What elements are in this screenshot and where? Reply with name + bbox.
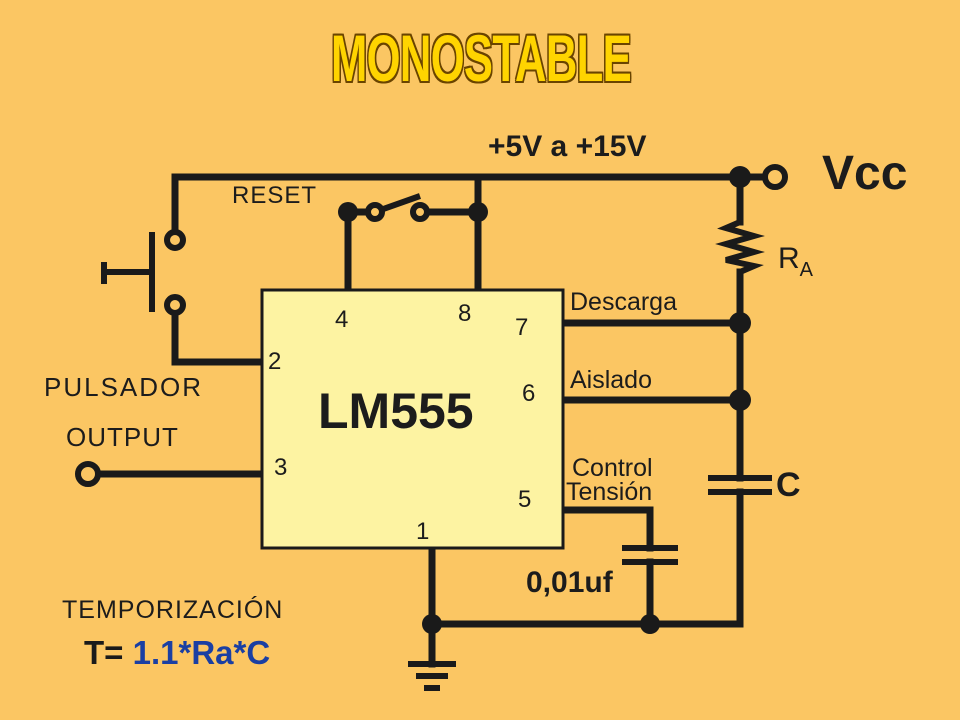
pushbutton-actuator [101, 232, 155, 312]
pin4-junction-dot [338, 202, 358, 222]
pushbutton-top-contact [164, 229, 186, 251]
tension-label: Tensión [566, 478, 653, 506]
pin8-junction-dot [468, 202, 488, 222]
pin-number-1: 1 [416, 518, 430, 545]
lm555-chip-body [260, 288, 565, 550]
pin-number-3: 3 [274, 454, 288, 481]
ground-junction-dot [422, 614, 442, 634]
capacitor-c-label: C [776, 466, 801, 504]
formula-lhs: T= [84, 634, 124, 671]
descarga-label: Descarga [570, 288, 677, 316]
output-terminal [75, 461, 101, 487]
reset-switch-left-contact [365, 202, 385, 222]
resistor-ra-subscript: A [799, 259, 814, 281]
control-cap-value-label: 0,01uf [526, 566, 613, 599]
resistor-ra [715, 219, 765, 275]
c-bottom-lead [646, 488, 744, 628]
pin-number-2: 2 [268, 348, 282, 375]
pin-number-7: 7 [515, 314, 529, 341]
pin-number-4: 4 [335, 306, 349, 333]
formula-rhs: 1.1*Ra*C [132, 634, 271, 671]
chip-name: LM555 [318, 383, 474, 439]
pushbutton-bottom-contact [164, 294, 186, 316]
pin5-wire [559, 506, 654, 552]
pushbutton-to-pin2-wire [171, 301, 266, 366]
vcc-junction-dot [729, 166, 751, 188]
aislado-label: Aislado [570, 366, 652, 394]
reset-switch-right-contact [410, 202, 430, 222]
pulsador-label: PULSADOR [44, 372, 204, 402]
pin-number-6: 6 [522, 380, 536, 407]
output-label: OUTPUT [66, 422, 179, 452]
reset-label: RESET [232, 182, 318, 209]
resistor-ra-main: R [778, 242, 800, 275]
supply-range-label: +5V a +15V [488, 130, 647, 163]
control-label: Control [572, 454, 653, 482]
ground-symbol [408, 661, 456, 691]
vcc-terminal [762, 164, 788, 190]
pin7-junction-dot [729, 312, 751, 334]
resistor-ra-label: RA [778, 242, 813, 282]
pin-number-5: 5 [518, 486, 532, 513]
temporizacion-heading: TEMPORIZACIÓN [62, 596, 284, 624]
control-cap-junction-dot [640, 614, 660, 634]
vcc-label: Vcc [822, 147, 908, 200]
pin6-junction-dot [729, 389, 751, 411]
pin-number-8: 8 [458, 300, 472, 327]
timing-formula: T= 1.1*Ra*C [84, 634, 270, 672]
page-title: MONOSTABLE [331, 21, 632, 95]
